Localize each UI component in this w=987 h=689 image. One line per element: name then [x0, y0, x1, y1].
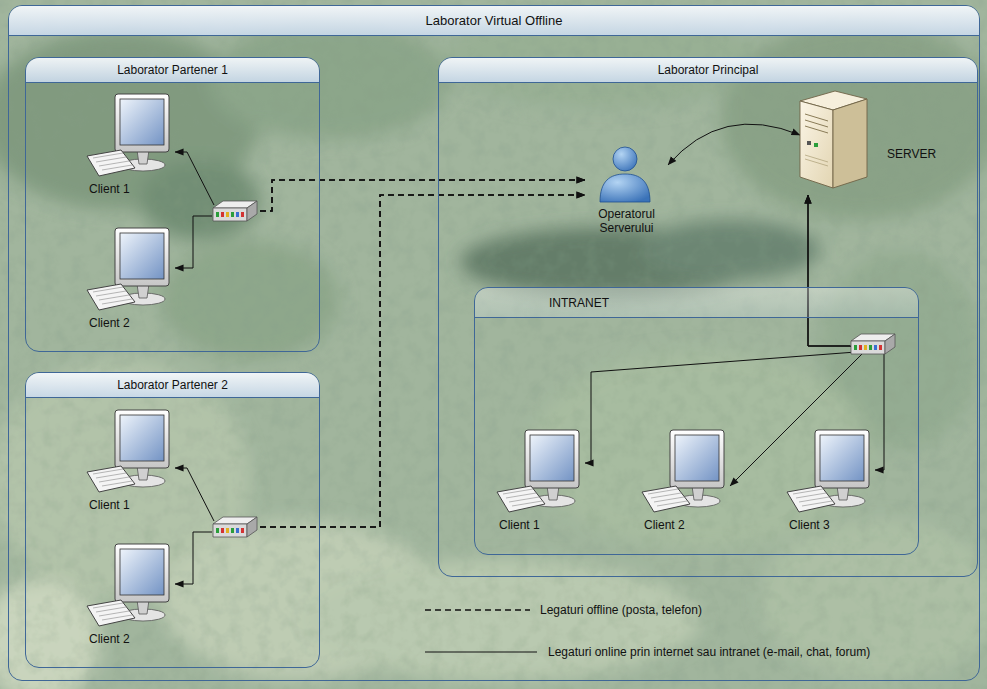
panel-header: Laborator Partener 1 — [26, 58, 319, 83]
computer-icon — [85, 92, 175, 178]
zone-title: INTRANET — [549, 296, 609, 310]
online-link — [668, 124, 800, 165]
panel-title: Laborator Partener 2 — [117, 378, 228, 392]
offline-link — [260, 195, 585, 527]
intranet-zone: INTRANET Client 1 Client 2 Client 3 — [474, 287, 919, 555]
client-label: Client 1 — [89, 498, 130, 512]
connector — [730, 195, 864, 486]
panel-header: INTRANET — [475, 288, 918, 318]
client-computer: Client 1 — [85, 408, 175, 520]
offline-link — [260, 195, 585, 527]
panel-header: Laborator Principal — [439, 58, 977, 83]
client-computer: Client 1 — [495, 428, 585, 540]
outer-panel: Laborator Virtual OfflineLaborator Parte… — [8, 5, 980, 681]
client-computer: Client 3 — [785, 428, 875, 540]
panel-title: Laborator Principal — [658, 63, 759, 77]
panel-header: Laborator Virtual Offline — [9, 6, 979, 36]
network-switch — [213, 517, 257, 537]
connector — [668, 124, 800, 165]
online-link — [585, 195, 856, 463]
client-label: Client 1 — [499, 518, 540, 532]
legend-sample — [425, 645, 537, 659]
offline-line-sample — [425, 609, 530, 611]
online-link — [730, 195, 864, 486]
server-icon — [795, 85, 870, 190]
lab-panel: Laborator Partener 2 Client 1 Client 2 — [25, 372, 320, 668]
computer-icon — [85, 226, 175, 312]
panel-header: Laborator Partener 2 — [26, 373, 319, 398]
computer-icon — [785, 428, 875, 514]
network-switch — [213, 201, 257, 221]
connector — [585, 195, 856, 463]
connector — [808, 195, 884, 470]
client-label: Client 1 — [89, 182, 130, 196]
server-machine: SERVER — [795, 85, 955, 195]
operator-label: Operatorul Serverului — [585, 207, 668, 235]
client-label: Client 2 — [644, 518, 685, 532]
client-label: Client 2 — [89, 632, 130, 646]
client-computer: Client 1 — [85, 92, 175, 204]
computer-icon — [85, 408, 175, 494]
client-computer: Client 2 — [640, 428, 730, 540]
network-switch — [851, 334, 895, 354]
online-line-sample — [425, 652, 537, 653]
online-link — [808, 195, 884, 470]
computer-icon — [640, 428, 730, 514]
legend-text: Legaturi offline (posta, telefon) — [540, 603, 702, 617]
legend-sample — [425, 603, 530, 617]
computer-icon — [85, 542, 175, 628]
online-link — [175, 468, 214, 521]
panel-title: Laborator Virtual Offline — [426, 14, 563, 28]
operator-person: Operatorul Serverului — [585, 145, 668, 245]
legend-text: Legaturi online prin internet sau intran… — [548, 645, 870, 659]
online-link — [175, 532, 212, 584]
client-label: Client 2 — [89, 316, 130, 330]
lab-panel: Laborator Partener 1 Client 1 Client 2 — [25, 57, 320, 352]
lab-panel: Laborator PrincipalOperatorul Serverului… — [438, 57, 978, 577]
connector — [175, 195, 585, 527]
computer-icon — [495, 428, 585, 514]
panel-title: Laborator Partener 1 — [117, 63, 228, 77]
client-label: Client 3 — [789, 518, 830, 532]
server-label: SERVER — [887, 147, 936, 161]
client-computer: Client 2 — [85, 542, 175, 654]
client-computer: Client 2 — [85, 226, 175, 338]
person-icon — [595, 145, 655, 203]
online-link — [175, 216, 212, 268]
online-link — [175, 152, 214, 205]
